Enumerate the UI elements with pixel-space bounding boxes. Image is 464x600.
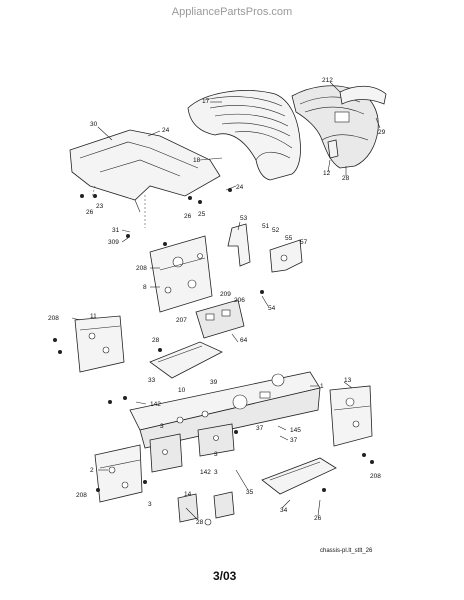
foot-rest-right-part (261, 457, 337, 495)
grille-part (291, 85, 387, 169)
bracket-part (227, 223, 303, 273)
callout-208b: 208 (48, 315, 59, 322)
callout-28: 28 (342, 175, 350, 182)
callout-26: 26 (86, 209, 94, 216)
callout-142: 142 (150, 401, 161, 408)
callout-37b: 37 (290, 437, 298, 444)
callout-55: 55 (285, 235, 293, 242)
callout-52: 52 (272, 227, 280, 234)
foot-rest-part (149, 341, 223, 379)
steering-support-part (149, 235, 213, 313)
callout-8: 8 (143, 284, 147, 291)
revision-date: 3/03 (213, 569, 237, 583)
callout-54: 54 (268, 305, 276, 312)
rear-plate-part (149, 423, 235, 473)
callout-14: 14 (184, 491, 192, 498)
callout-31: 31 (112, 227, 120, 234)
callout-208c: 208 (370, 473, 381, 480)
callout-11: 11 (90, 313, 97, 320)
callout-30: 30 (90, 121, 98, 128)
callout-34: 34 (280, 507, 288, 514)
callout-24b: 24 (236, 184, 244, 191)
callout-142b: 142 (200, 469, 211, 476)
left-side-panel-part (74, 315, 125, 373)
callout-17: 17 (202, 98, 210, 105)
callout-23: 23 (96, 203, 104, 210)
callout-12: 12 (323, 170, 331, 177)
callout-206: 206 (234, 297, 245, 304)
callout-25: 25 (198, 211, 206, 218)
callout-64: 64 (240, 337, 248, 344)
callout-57: 57 (300, 239, 308, 246)
callout-26b: 26 (184, 213, 192, 220)
leader-lines (71, 81, 381, 521)
right-side-panel-part (329, 385, 373, 447)
hardware-bolts (53, 188, 374, 492)
callout-145: 145 (290, 427, 301, 434)
callout-18: 18 (193, 157, 201, 164)
callout-208d: 208 (76, 492, 87, 499)
callout-39: 39 (210, 379, 218, 386)
callout-51: 51 (262, 223, 270, 230)
callout-207: 207 (176, 317, 187, 324)
callout-28c: 28 (196, 519, 204, 526)
callout-309: 309 (108, 239, 119, 246)
callout-labels: 30 24 17 212 29 18 12 28 24 26 23 26 25 … (48, 77, 386, 526)
callout-26c: 26 (314, 515, 322, 522)
callout-10: 10 (178, 387, 186, 394)
callout-1: 1 (320, 383, 324, 390)
site-header: AppliancePartsPros.com (171, 6, 293, 18)
callout-3: 3 (214, 451, 218, 458)
callout-3b: 3 (214, 469, 218, 476)
front-panel-part (94, 444, 143, 503)
hood-part (187, 90, 301, 181)
callout-13: 13 (344, 377, 352, 384)
callout-208: 208 (136, 265, 147, 272)
dash-panel-part (69, 129, 221, 228)
callout-35: 35 (246, 489, 254, 496)
callout-28b: 28 (152, 337, 160, 344)
callout-212: 212 (322, 77, 333, 84)
callout-24: 24 (162, 127, 170, 134)
callout-209: 209 (220, 291, 231, 298)
callout-3d: 3 (160, 423, 164, 430)
callout-33: 33 (148, 377, 156, 384)
main-frame-part (129, 371, 321, 449)
console-block-part (195, 299, 245, 339)
callout-2: 2 (90, 467, 94, 474)
callout-53: 53 (240, 215, 248, 222)
callout-3c: 3 (148, 501, 152, 508)
callout-29: 29 (378, 129, 386, 136)
callout-37: 37 (256, 425, 264, 432)
diagram-code: chassis-pl.lt_stlt_26 (320, 548, 373, 554)
